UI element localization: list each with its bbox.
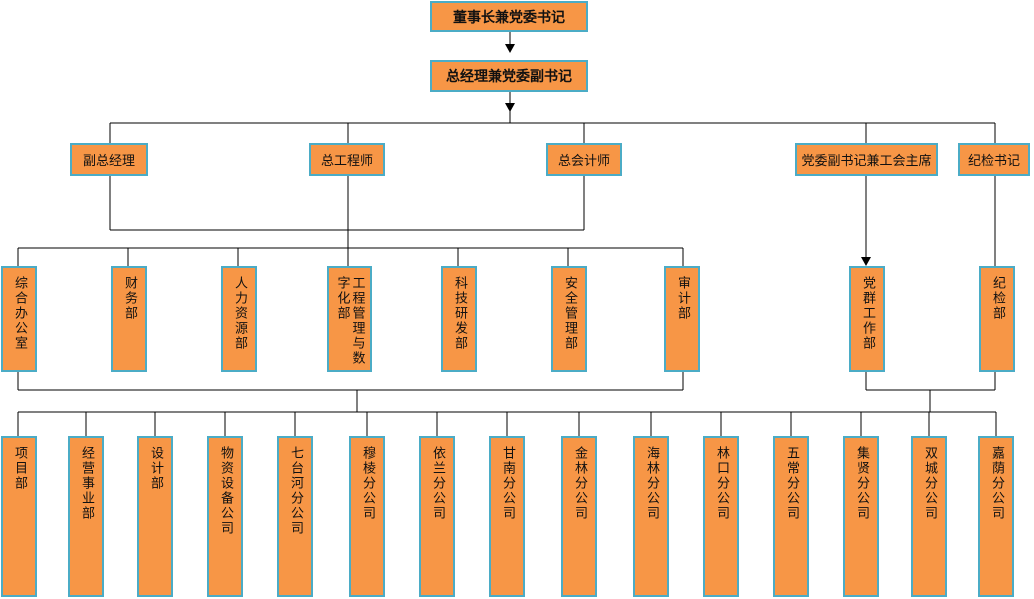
unit-box-wuchang: 五常分公司 [773,436,809,597]
unit-box-jiayin: 嘉荫分公司 [978,436,1014,597]
unit-box-linkou: 林口分公司 [703,436,739,597]
arrow-head-icon [505,44,515,53]
dept-box-safety: 安全管理部 [551,266,587,372]
unit-box-muling: 穆棱分公司 [349,436,385,597]
unit-box-jixian: 集贤分公司 [843,436,879,597]
leader-box-chief-accountant: 总会计师 [546,143,622,176]
unit-box-shuangcheng: 双城分公司 [911,436,947,597]
dept-box-human-resources: 人力资源部 [221,266,257,372]
unit-box-jinlin: 金林分公司 [561,436,597,597]
leader-box-deputy-gm: 副总经理 [70,143,148,176]
dept-box-rnd: 科技研发部 [441,266,477,372]
unit-box-materials: 物资设备公司 [207,436,243,597]
dept-box-engineering-digital: 工程管理与数字化部 [327,266,372,372]
leader-box-discipline-secretary: 纪检书记 [958,143,1030,176]
dept-box-finance: 财务部 [111,266,147,372]
unit-box-yilan: 依兰分公司 [419,436,455,597]
unit-box-design: 设计部 [137,436,173,597]
leader-box-party-deputy-secretary: 党委副书记兼工会主席 [795,143,938,176]
dept-box-audit: 审计部 [664,266,700,372]
dept-box-party-work: 党群工作部 [849,266,885,372]
unit-box-hailin: 海林分公司 [633,436,669,597]
unit-box-business: 经营事业部 [68,436,104,597]
dept-box-general-office: 综合办公室 [1,266,37,372]
leader-box-chief-engineer: 总工程师 [309,143,385,176]
arrow-head-icon [505,103,515,112]
dept-box-discipline: 纪检部 [979,266,1015,372]
general-manager-box: 总经理兼党委副书记 [430,60,588,92]
chairman-box: 董事长兼党委书记 [430,1,588,32]
unit-box-gannan: 甘南分公司 [489,436,525,597]
arrow-head-icon [861,257,871,266]
unit-box-qitaihe: 七台河分公司 [277,436,313,597]
unit-box-project: 项目部 [1,436,37,597]
